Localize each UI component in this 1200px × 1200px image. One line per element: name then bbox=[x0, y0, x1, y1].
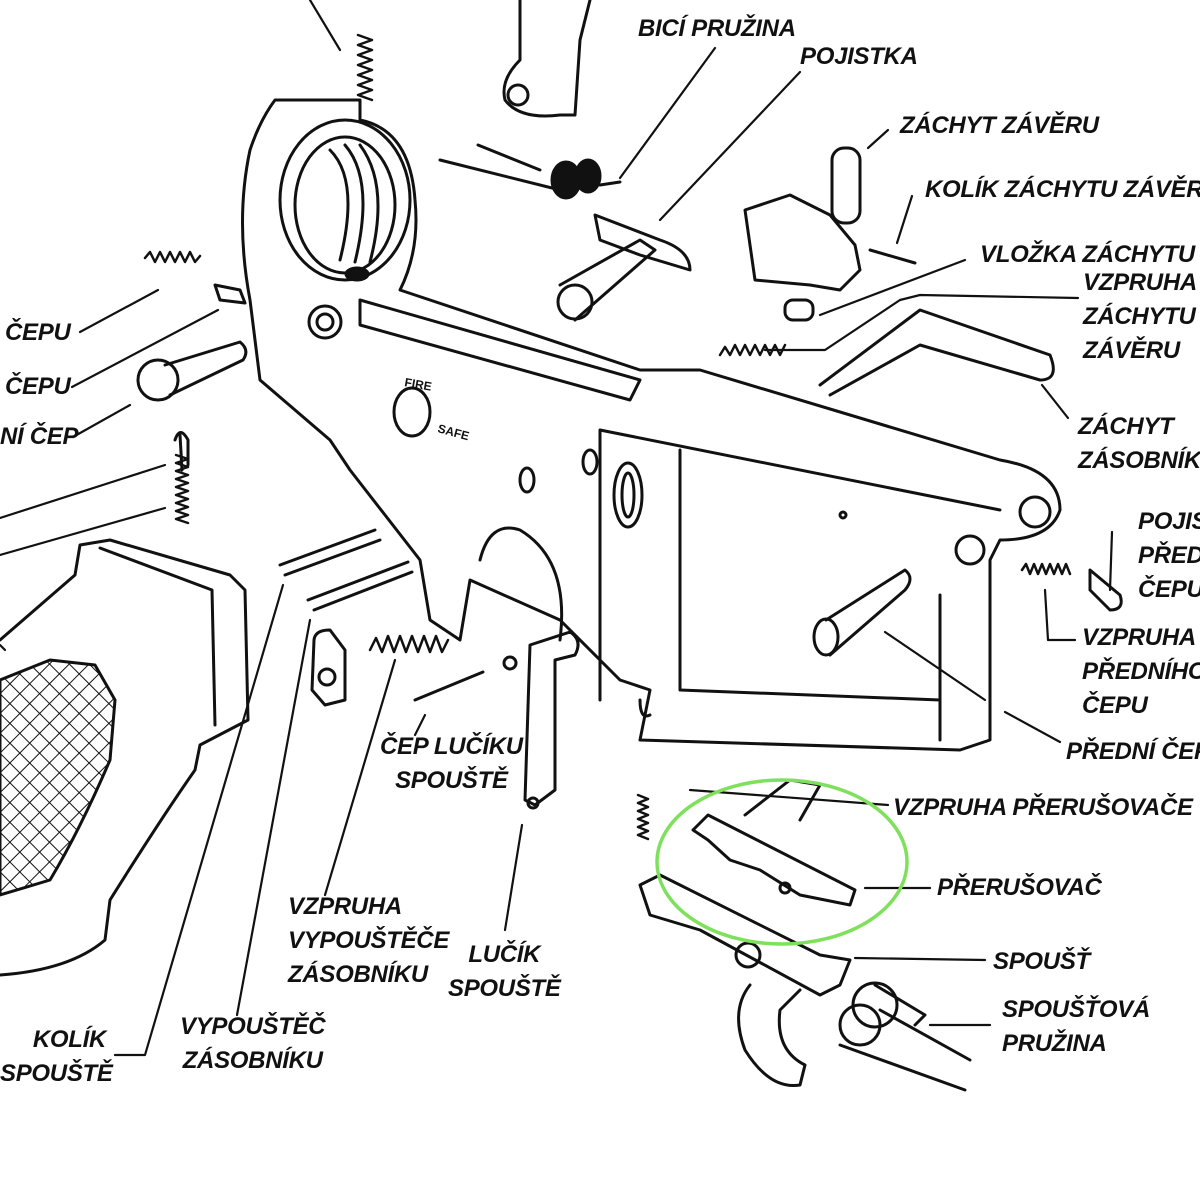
spring-top bbox=[356, 33, 374, 102]
selector-safe-mark: SAFE bbox=[436, 421, 471, 443]
label-bici-pruzina: BICÍ PRUŽINA bbox=[638, 15, 796, 42]
label-lucik-spouste: LUČÍK SPOUŠTĚ bbox=[448, 938, 561, 1006]
label-line: VZPRUHA bbox=[1082, 624, 1196, 651]
label-spoustova-pruzina: SPOUŠŤOVÁ PRUŽINA bbox=[1002, 993, 1150, 1061]
label-line: ČEPU bbox=[1138, 576, 1200, 603]
label-line: ZÁSOBNÍKU bbox=[182, 1047, 323, 1074]
label-line: ZÁSOBNÍKU bbox=[288, 961, 428, 988]
label-line: PŘEDNÍHO bbox=[1082, 658, 1200, 685]
label-zachyt-zasobniku: ZÁCHYT ZÁSOBNÍKU bbox=[1078, 410, 1200, 478]
label-line: POJIS bbox=[1138, 508, 1200, 535]
bolt-catch-spring bbox=[718, 343, 787, 357]
label-line: ZÁSOBNÍKU bbox=[1078, 447, 1200, 474]
label-line: SPOUŠŤOVÁ bbox=[1002, 996, 1150, 1023]
label-line: ZÁCHYTU bbox=[1083, 303, 1196, 330]
label-vzpruha-vypoustece: VZPRUHA VYPOUŠTĚČE ZÁSOBNÍKU bbox=[288, 890, 449, 992]
label-line: ČEP LUČÍKU bbox=[380, 733, 523, 760]
label-vzpruha-predniho-cepu: VZPRUHA PŘEDNÍHO ČEPU bbox=[1082, 621, 1200, 723]
label-left-ni-cep: NÍ ČEP bbox=[0, 423, 79, 450]
label-vzpruha-zachytu-zaveru: VZPRUHA ZÁCHYTU ZÁVĚRU bbox=[1083, 266, 1197, 368]
mag-release-spring bbox=[368, 634, 450, 654]
spring-detent bbox=[174, 453, 190, 525]
label-line: ČEPU bbox=[1082, 692, 1148, 719]
label-line: VYPOUŠTĚČ bbox=[180, 1013, 326, 1040]
label-predni-cep: PŘEDNÍ ČEP bbox=[1066, 738, 1200, 765]
label-line: LUČÍK bbox=[468, 941, 541, 968]
disconnector-spring bbox=[636, 793, 650, 841]
label-line: ZÁVĚRU bbox=[1083, 337, 1180, 364]
label-prerusovac: PŘERUŠOVAČ bbox=[937, 874, 1102, 901]
label-cep-luciku-spouste: ČEP LUČÍKU SPOUŠTĚ bbox=[380, 730, 523, 798]
label-kolik-spouste: KOLÍK SPOUŠTĚ bbox=[0, 1023, 113, 1091]
leader-lines bbox=[0, 0, 1114, 1057]
lower-receiver bbox=[241, 98, 1062, 752]
label-vlozka-zachytu: VLOŽKA ZÁCHYTU Z bbox=[980, 241, 1200, 268]
label-line: ZÁCHYT bbox=[1078, 413, 1174, 440]
label-line: SPOUŠTĚ bbox=[0, 1060, 113, 1087]
label-line: SPOUŠTĚ bbox=[448, 975, 561, 1002]
label-line: VZPRUHA bbox=[1083, 269, 1197, 296]
label-line: VZPRUHA bbox=[288, 893, 402, 920]
label-vypoustec-zasobniku: VYPOUŠTĚČ ZÁSOBNÍKU bbox=[180, 1010, 326, 1078]
label-left-cepu-1: ČEPU bbox=[5, 319, 71, 346]
small-parts bbox=[136, 0, 1123, 1092]
label-spoust: SPOUŠŤ bbox=[993, 948, 1090, 975]
label-line: PRUŽINA bbox=[1002, 1030, 1107, 1057]
springs bbox=[143, 33, 1072, 841]
label-line: SPOUŠTĚ bbox=[395, 767, 508, 794]
label-vzpruha-prerusovace: VZPRUHA PŘERUŠOVAČE bbox=[893, 794, 1193, 821]
selector-fire-mark: FIRE bbox=[403, 375, 432, 394]
spring-left bbox=[143, 250, 202, 264]
label-pojistka: POJISTKA bbox=[800, 43, 918, 70]
label-line: VYPOUŠTĚČE bbox=[288, 927, 450, 954]
label-left-cepu-2: ČEPU bbox=[5, 373, 71, 400]
label-line: KOLÍK bbox=[32, 1026, 106, 1053]
label-zachyt-zaveru: ZÁCHYT ZÁVĚRU bbox=[900, 112, 1099, 139]
highlight-ellipse-disconnector bbox=[655, 778, 909, 946]
label-kolik-zachytu-zaveru: KOLÍK ZÁCHYTU ZÁVĚRU bbox=[925, 176, 1200, 203]
pistol-grip bbox=[0, 538, 250, 977]
front-pin-spring bbox=[1020, 562, 1072, 576]
label-line: PŘED bbox=[1138, 542, 1200, 569]
label-pojistka-predniho-cepu: POJIS PŘED ČEPU bbox=[1138, 505, 1200, 607]
